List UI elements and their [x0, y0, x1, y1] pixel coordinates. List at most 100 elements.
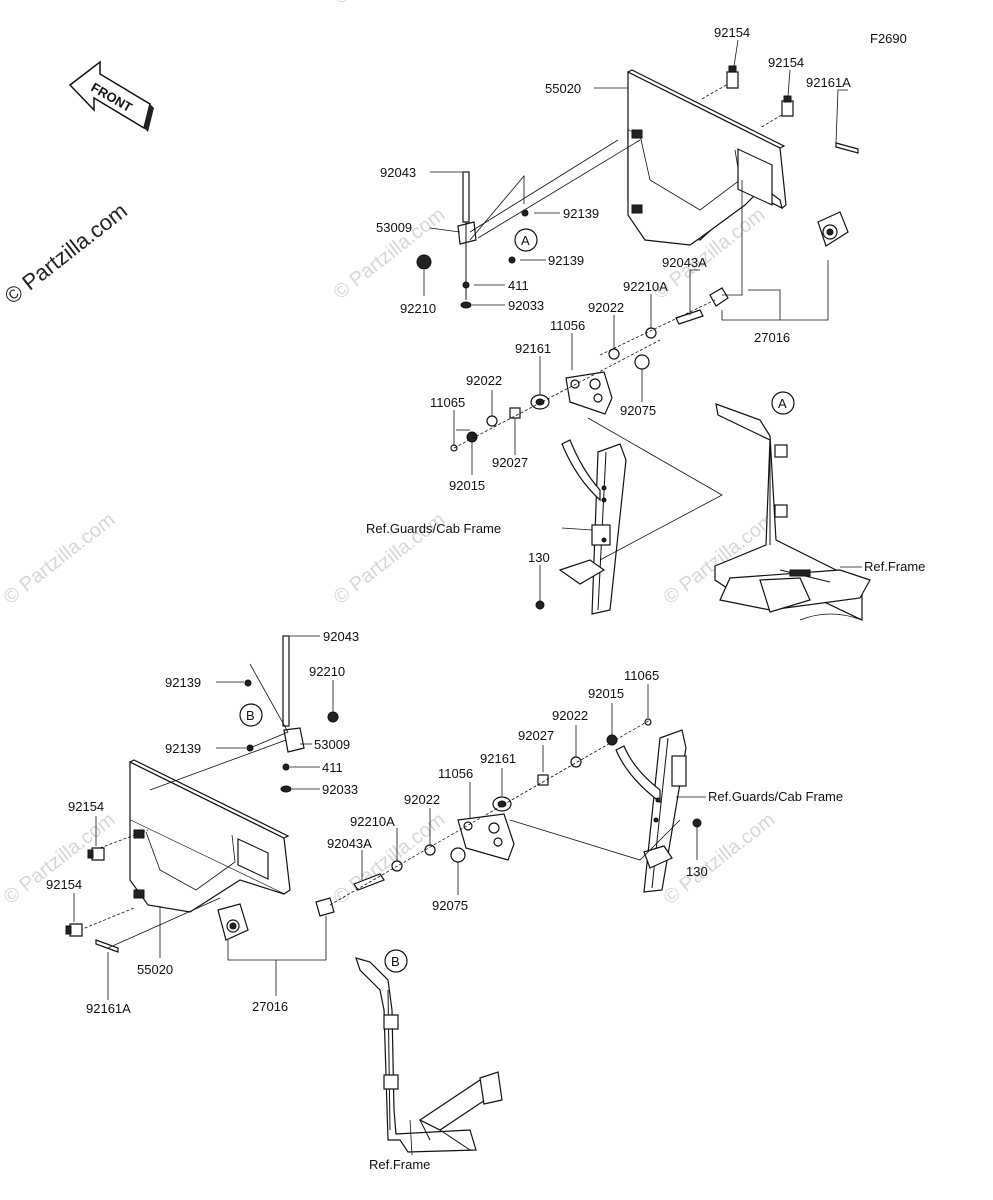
bushing-92161-lower: [492, 796, 512, 812]
label-411: 411: [322, 760, 343, 775]
callout-b-label: B: [391, 954, 400, 969]
label-92210A: 92210A: [350, 814, 395, 829]
grommet-92075-upper: [634, 354, 650, 370]
watermark-faint: © Partzilla.com: [330, 204, 450, 304]
callout-b-frame: [384, 949, 408, 973]
label-92161A: 92161A: [86, 1001, 131, 1016]
washer-92022-upper-a: [608, 348, 620, 360]
label-92022: 92022: [588, 300, 624, 315]
watermark-main: © Partzilla.com: [0, 198, 132, 309]
lower-labels: 92043 92210 92139 53009 92139 411 92033 …: [46, 629, 843, 1172]
bracket-11056-upper: [565, 371, 613, 415]
label-92075: 92075: [432, 898, 468, 913]
callout-a-frame: [771, 391, 795, 415]
label-92043: 92043: [323, 629, 359, 644]
label-92027: 92027: [492, 455, 528, 470]
label-53009: 53009: [314, 737, 350, 752]
label-92139: 92139: [563, 206, 599, 221]
washer-92022-upper-b: [486, 415, 498, 427]
nut-92210A-upper: [645, 327, 657, 339]
label-92043A: 92043A: [327, 836, 372, 851]
label-11065: 11065: [624, 668, 659, 683]
label-55020: 55020: [137, 962, 173, 977]
label-92022: 92022: [552, 708, 588, 723]
upper-labels: 92154 92154 55020 92161A 92043 92139 530…: [366, 25, 925, 574]
callout-a-label: A: [778, 396, 787, 411]
label-92210: 92210: [309, 664, 345, 679]
label-92139: 92139: [165, 675, 201, 690]
cab-frame-upper: [535, 439, 627, 615]
label-92161: 92161: [480, 751, 516, 766]
label-92210A: 92210A: [623, 279, 668, 294]
panel-55020-lower: [128, 759, 291, 913]
label-53009: 53009: [376, 220, 412, 235]
label-92154: 92154: [46, 877, 82, 892]
frame-lower: [355, 957, 503, 1153]
bolt-92154-d: [65, 923, 83, 937]
label-92027: 92027: [518, 728, 554, 743]
label-92075: 92075: [620, 403, 656, 418]
label-27016: 27016: [754, 330, 790, 345]
callout-b-lower-hinge: [239, 703, 263, 727]
label-92139: 92139: [165, 741, 201, 756]
label-27016: 27016: [252, 999, 288, 1014]
grommet-92075-lower: [450, 847, 466, 863]
frame-upper: [714, 403, 871, 621]
label-92022: 92022: [404, 792, 440, 807]
label-ref-guards-cab-frame: Ref.Guards/Cab Frame: [708, 789, 843, 804]
label-92210: 92210: [400, 301, 436, 316]
label-92022: 92022: [466, 373, 502, 388]
label-11056: 11056: [550, 318, 585, 333]
lamp-27016-lower: [217, 903, 249, 941]
label-55020: 55020: [545, 81, 581, 96]
washer-11065-lower: [644, 718, 652, 726]
collar-92027-upper: [509, 407, 521, 419]
watermark-faint: © Partzilla.com: [0, 509, 119, 609]
label-92033: 92033: [508, 298, 544, 313]
nut-92015-lower: [606, 734, 618, 746]
washer-92022-lower-b: [424, 844, 436, 856]
label-ref-frame: Ref.Frame: [369, 1157, 430, 1172]
label-92043A: 92043A: [662, 255, 707, 270]
lower-assembly: B B: [65, 635, 702, 1153]
bolt-92154-c: [87, 847, 105, 861]
label-92154: 92154: [714, 25, 750, 40]
label-411: 411: [508, 278, 529, 293]
watermark-faint: © Partzilla.com: [330, 0, 450, 9]
label-ref-frame: Ref.Frame: [864, 559, 925, 574]
lower-leaders: [73, 635, 706, 1156]
upper-leaders: [423, 39, 862, 601]
cab-frame-lower: [615, 729, 702, 893]
front-arrow-icon: FRONT: [68, 60, 154, 132]
washer-92022-lower-a: [570, 756, 582, 768]
label-11065: 11065: [430, 395, 465, 410]
label-11056: 11056: [438, 766, 473, 781]
label-92154: 92154: [768, 55, 804, 70]
label-92161: 92161: [515, 341, 551, 356]
collar-92027-lower: [537, 774, 549, 786]
lamp-27016-upper: [817, 211, 849, 247]
bolt-92154-b: [781, 95, 794, 117]
label-130: 130: [686, 864, 708, 879]
bracket-11056-lower: [457, 813, 515, 861]
label-130: 130: [528, 550, 550, 565]
watermark-faint: © Partzilla.com: [660, 809, 780, 909]
label-92033: 92033: [322, 782, 358, 797]
label-ref-guards-cab-frame: Ref.Guards/Cab Frame: [366, 521, 501, 536]
callout-a-label: A: [521, 233, 530, 248]
bushing-92161-upper: [530, 394, 550, 410]
callout-b-label: B: [246, 708, 255, 723]
hinge-53009-lower: [244, 635, 339, 793]
label-92015: 92015: [449, 478, 485, 493]
label-92139: 92139: [548, 253, 584, 268]
label-92015: 92015: [588, 686, 624, 701]
panel-55020-upper: [626, 69, 787, 246]
upper-assembly: A A: [416, 65, 871, 621]
label-92043: 92043: [380, 165, 416, 180]
callout-a-upper-hinge: [514, 228, 538, 252]
diagram-code: F2690: [870, 31, 907, 46]
label-92161A: 92161A: [806, 75, 851, 90]
bolt-92154-a: [726, 65, 739, 89]
label-92154: 92154: [68, 799, 104, 814]
